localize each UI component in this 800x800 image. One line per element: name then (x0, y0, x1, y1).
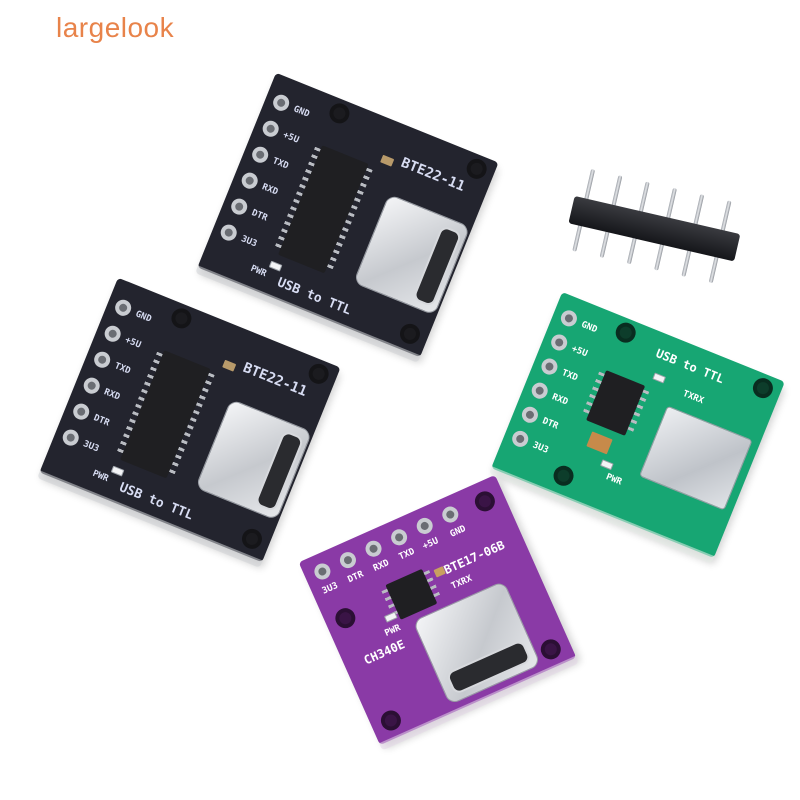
mount-hole (326, 100, 353, 127)
pin-label: GND (579, 319, 599, 336)
pin-label: RXD (550, 392, 570, 408)
pin-hole (102, 323, 124, 345)
mount-hole (471, 488, 499, 515)
pin-hole (337, 549, 359, 571)
pin-hole (260, 118, 282, 140)
pwr-label: PWR (91, 468, 110, 485)
crystal (586, 431, 613, 455)
pin-hole (91, 349, 113, 371)
power-led (383, 611, 398, 623)
pin-hole (558, 307, 580, 329)
txrx-label: TXRX (449, 573, 474, 592)
mount-hole (749, 375, 776, 402)
pin-label: 3U3 (530, 440, 550, 456)
capacitor (380, 154, 395, 167)
pin-label: GND (448, 523, 468, 540)
ch340-chip (581, 370, 650, 436)
purple-ch340e-board: GND +5U TXD RXD DTR 3U3 BTE17-06B CH340E… (298, 474, 579, 751)
pin-hole (509, 428, 531, 450)
mount-hole (377, 707, 405, 734)
pin-hole (112, 297, 134, 319)
six-pin-male-header (557, 166, 762, 296)
pin-label: TXD (112, 361, 132, 377)
pin-label: GND (291, 104, 311, 120)
black-usb-ttl-board-left: GND +5U TXD RXD DTR 3U3 PWR BTE22-11 USB… (37, 277, 341, 568)
pin-hole (362, 538, 385, 560)
pin-hole (249, 144, 271, 166)
pin-label: DTR (540, 416, 560, 432)
pin-hole (60, 427, 82, 449)
mount-hole (305, 360, 332, 387)
pin-label: DTR (91, 413, 111, 429)
mount-hole (550, 462, 577, 489)
pin-hole (388, 526, 410, 548)
pin-label: 3U3 (239, 234, 259, 250)
pin-label: RXD (102, 387, 122, 403)
pin-hole (414, 515, 436, 537)
capacitor (222, 359, 237, 372)
pin-label: 3U3 (81, 439, 101, 455)
pin-label: +5U (281, 130, 301, 146)
power-led (110, 465, 125, 477)
pin-label: RXD (371, 558, 391, 574)
pin-hole (548, 332, 570, 353)
mount-hole (168, 305, 195, 332)
usb-c-connector (352, 193, 471, 316)
pin-label: +5U (569, 343, 589, 360)
usb-c-connector (194, 398, 313, 521)
board-subtitle: CH340E (361, 637, 407, 668)
pin-hole (81, 375, 103, 397)
power-led (599, 459, 614, 471)
board-title: BTE22-11 (398, 154, 468, 195)
green-usb-ttl-board: GND +5U TXD RXD DTR 3U3 USB to TTL TXRX … (488, 291, 785, 564)
mount-hole (537, 636, 564, 663)
pwr-label: PWR (249, 263, 268, 280)
pin-label: TXD (397, 546, 417, 563)
pin-hole (70, 401, 92, 423)
power-led (268, 260, 283, 272)
board-title: BTE17-06B (441, 537, 507, 578)
mount-hole (612, 319, 639, 346)
pin-hole (228, 196, 250, 218)
pin-hole (439, 503, 461, 526)
pin-label: TXD (560, 368, 579, 384)
pin-hole (519, 404, 541, 426)
pin-label: DTR (346, 569, 366, 586)
pin-label: 3U3 (320, 580, 340, 597)
pin-label: +5U (421, 536, 441, 552)
black-usb-ttl-board-top: GND +5U TXD RXD DTR 3U3 PWR BTE22-11 USB… (195, 72, 499, 363)
pwr-label: PWR (604, 472, 624, 488)
pin-label: GND (133, 309, 153, 325)
mount-hole (238, 525, 265, 552)
pin-hole (270, 92, 292, 114)
pin-label: TXD (270, 156, 290, 172)
tx-led (652, 372, 667, 384)
pin-label: DTR (249, 208, 269, 224)
brand-watermark: largelook (56, 12, 175, 43)
mount-hole (396, 320, 423, 347)
board-title: BTE22-11 (240, 359, 310, 400)
txrx-label: TXRX (681, 388, 706, 407)
pin-hole (529, 380, 551, 402)
pin-hole (218, 222, 240, 244)
ch340-chip (273, 145, 373, 274)
ch340-chip (115, 350, 215, 479)
pin-label: +5U (123, 335, 143, 351)
pin-hole (539, 356, 560, 377)
pin-label: RXD (260, 182, 280, 198)
mount-hole (463, 155, 490, 182)
pin-hole (239, 170, 261, 192)
mount-hole (332, 604, 359, 632)
pin-hole (311, 560, 333, 583)
micro-usb-connector (638, 405, 753, 511)
